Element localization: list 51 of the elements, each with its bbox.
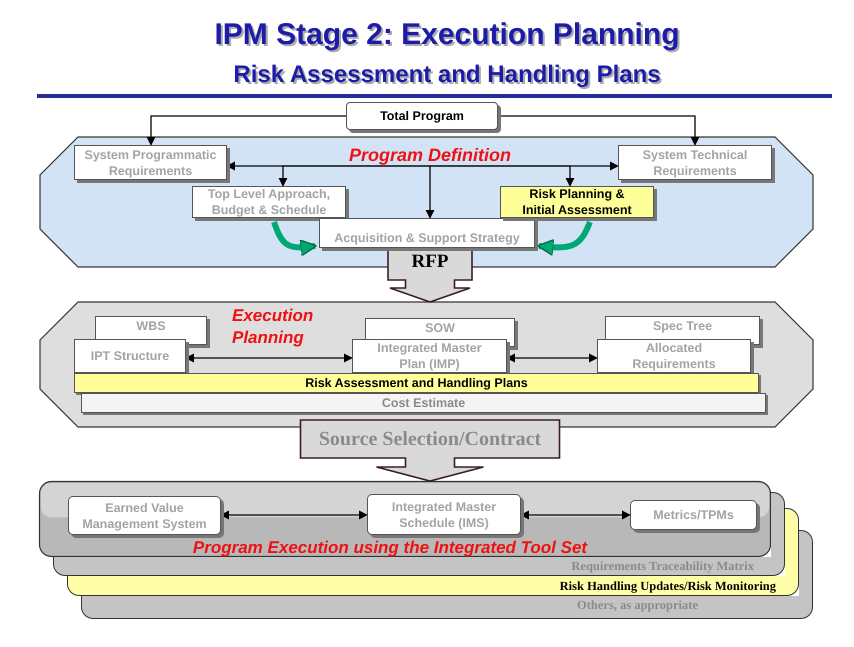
process-box — [319, 218, 535, 248]
process-box — [346, 102, 498, 130]
process-box — [618, 145, 772, 180]
process-box — [352, 339, 507, 373]
process-box — [192, 186, 346, 218]
edge-label: Source Selection/Contract — [318, 426, 542, 452]
box-label: Earned Value Management System — [81, 500, 208, 532]
stacked-card — [67, 576, 799, 596]
arrow — [498, 115, 700, 146]
subtitle: Risk Assessment and Handling Plans — [232, 61, 662, 89]
process-box — [630, 500, 757, 530]
band-heading: Execution Planning — [232, 305, 314, 349]
title: IPM Stage 2: Execution Planning — [213, 18, 681, 52]
process-box — [500, 186, 654, 218]
box-label: Spec Tree — [652, 318, 712, 334]
box-label: Total Program — [380, 108, 464, 124]
curved-arrow — [536, 220, 593, 256]
box-label: IPT Structure — [90, 348, 170, 364]
box-label: System Programmatic Requirements — [83, 146, 218, 178]
box-label: Allocated Requirements — [631, 340, 717, 372]
arrow — [146, 115, 346, 146]
box-label: Cost Estimate — [382, 395, 466, 411]
process-box — [74, 145, 227, 180]
stacked-card — [81, 596, 813, 619]
card-label: Risk Handling Updates/Risk Monitoring — [560, 579, 776, 594]
process-box — [367, 494, 521, 535]
box-label: Integrated Master Plan (IMP) — [376, 340, 483, 372]
box-label: Integrated Master Schedule (IMS) — [390, 498, 498, 530]
arrow — [430, 165, 574, 187]
arrow — [426, 166, 434, 219]
card-label: Others, as appropriate — [577, 598, 698, 613]
arrow — [278, 165, 430, 187]
process-box — [597, 339, 751, 373]
box-label: System Technical Requirements — [642, 146, 748, 178]
process-box — [68, 496, 221, 535]
box-label: Top Level Approach, Budget & Schedule — [206, 186, 332, 218]
box-label: Acquisition & Support Strategy — [334, 230, 520, 246]
block-arrow — [300, 419, 560, 482]
box-label: SOW — [425, 320, 455, 336]
box-label: Risk Assessment and Handling Plans — [305, 375, 528, 391]
stacked-card — [53, 557, 785, 576]
bar-box — [74, 373, 759, 393]
process-box — [74, 339, 186, 373]
edge-label: RFP — [410, 250, 450, 274]
card-label: Requirements Traceability Matrix — [571, 559, 754, 574]
band-heading: Program Definition — [348, 144, 512, 167]
band-heading: Program Execution using the Integrated Tool Set — [192, 537, 588, 559]
box-label: Risk Planning & Initial Assessment — [521, 186, 633, 218]
box-label: WBS — [136, 318, 166, 334]
box-label: Metrics/TPMs — [653, 507, 734, 523]
bar-box — [81, 393, 766, 413]
